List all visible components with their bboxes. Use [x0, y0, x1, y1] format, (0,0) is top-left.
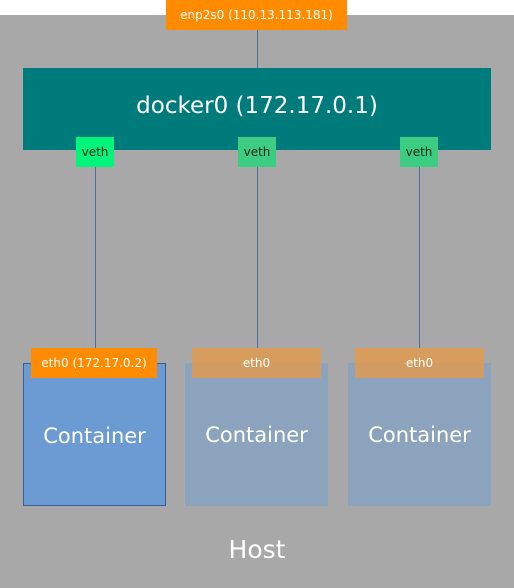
- docker-bridge: docker0 (172.17.0.1): [23, 68, 491, 150]
- veth-1: veth: [76, 137, 114, 167]
- bridge-to-container-2-line: [257, 166, 258, 348]
- container-2: Container: [185, 363, 328, 506]
- bridge-to-container-3-line: [419, 166, 420, 348]
- veth-2: veth: [238, 137, 276, 167]
- nic-to-bridge-line: [257, 30, 258, 68]
- container-3-eth0: eth0: [355, 348, 484, 378]
- docker-bridge-label: docker0 (172.17.0.1): [136, 93, 378, 119]
- bridge-to-container-1-line: [95, 166, 96, 348]
- container-2-eth0: eth0: [192, 348, 321, 378]
- container-1: Container: [23, 363, 166, 506]
- host-nic: enp2s0 (110.13.113.181): [166, 0, 347, 30]
- host-label: Host: [228, 535, 286, 564]
- container-3: Container: [348, 363, 491, 506]
- container-1-eth0: eth0 (172.17.0.2): [31, 348, 157, 378]
- veth-3: veth: [400, 137, 438, 167]
